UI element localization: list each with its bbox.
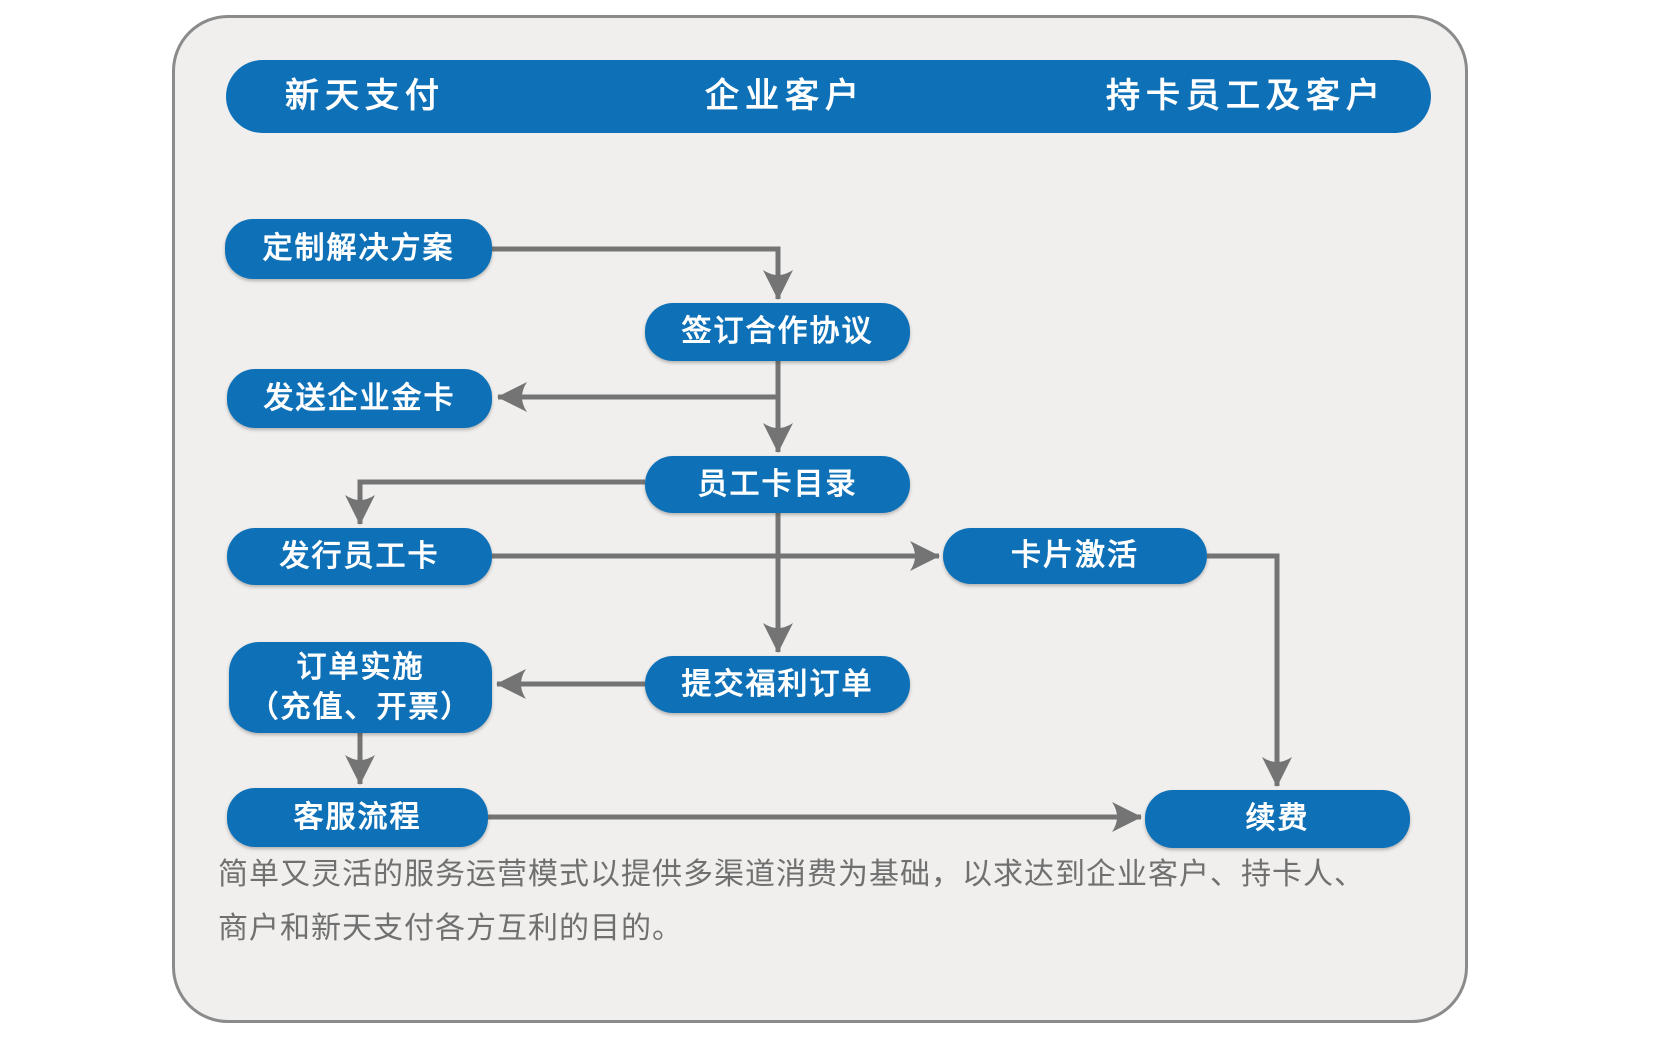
- header-column-enterprise-customer: 企业客户: [705, 77, 865, 115]
- footer-description-line1: 简单又灵活的服务运营模式以提供多渠道消费为基础，以求达到企业客户、持卡人、: [218, 858, 1365, 891]
- flow-node-label: 发行员工卡: [279, 539, 440, 573]
- flow-node-label: 定制解决方案: [262, 232, 455, 265]
- flow-node-label: 签订合作协议: [681, 315, 874, 348]
- flow-node-order-implementation: 订单实施 （充值、开票）: [229, 642, 492, 733]
- flow-node-label: 卡片激活: [1011, 539, 1139, 572]
- flow-node-label-line2: （充值、开票）: [248, 690, 473, 724]
- flow-node-custom-solution: 定制解决方案: [225, 219, 492, 279]
- flow-node-label: 续费: [1245, 802, 1310, 835]
- flow-node-employee-card-catalog: 员工卡目录: [645, 456, 910, 513]
- header-bar: 新天支付 企业客户 持卡员工及客户: [226, 60, 1431, 133]
- flow-node-card-activation: 卡片激活: [943, 528, 1207, 584]
- flow-node-label: 订单实施: [296, 650, 425, 684]
- flow-node-renewal: 续费: [1145, 790, 1410, 848]
- flow-node-customer-service: 客服流程: [227, 788, 488, 847]
- flow-node-submit-welfare-order: 提交福利订单: [645, 656, 910, 713]
- flow-node-label: 客服流程: [293, 800, 422, 834]
- flow-node-sign-agreement: 签订合作协议: [645, 303, 910, 361]
- flow-node-label: 提交福利订单: [681, 667, 874, 701]
- footer-description: 简单又灵活的服务运营模式以提供多渠道消费为基础，以求达到企业客户、持卡人、 商户…: [218, 848, 1418, 956]
- flow-node-issue-employee-card: 发行员工卡: [227, 528, 492, 585]
- header-column-cardholding-employees: 持卡员工及客户: [1106, 77, 1386, 115]
- flow-node-label: 员工卡目录: [697, 467, 858, 501]
- flow-node-send-gold-card: 发送企业金卡: [227, 369, 492, 428]
- footer-description-line2: 商户和新天支付各方互利的目的。: [218, 912, 683, 945]
- flow-node-label: 发送企业金卡: [263, 381, 456, 415]
- header-column-xintian-payment: 新天支付: [285, 77, 445, 115]
